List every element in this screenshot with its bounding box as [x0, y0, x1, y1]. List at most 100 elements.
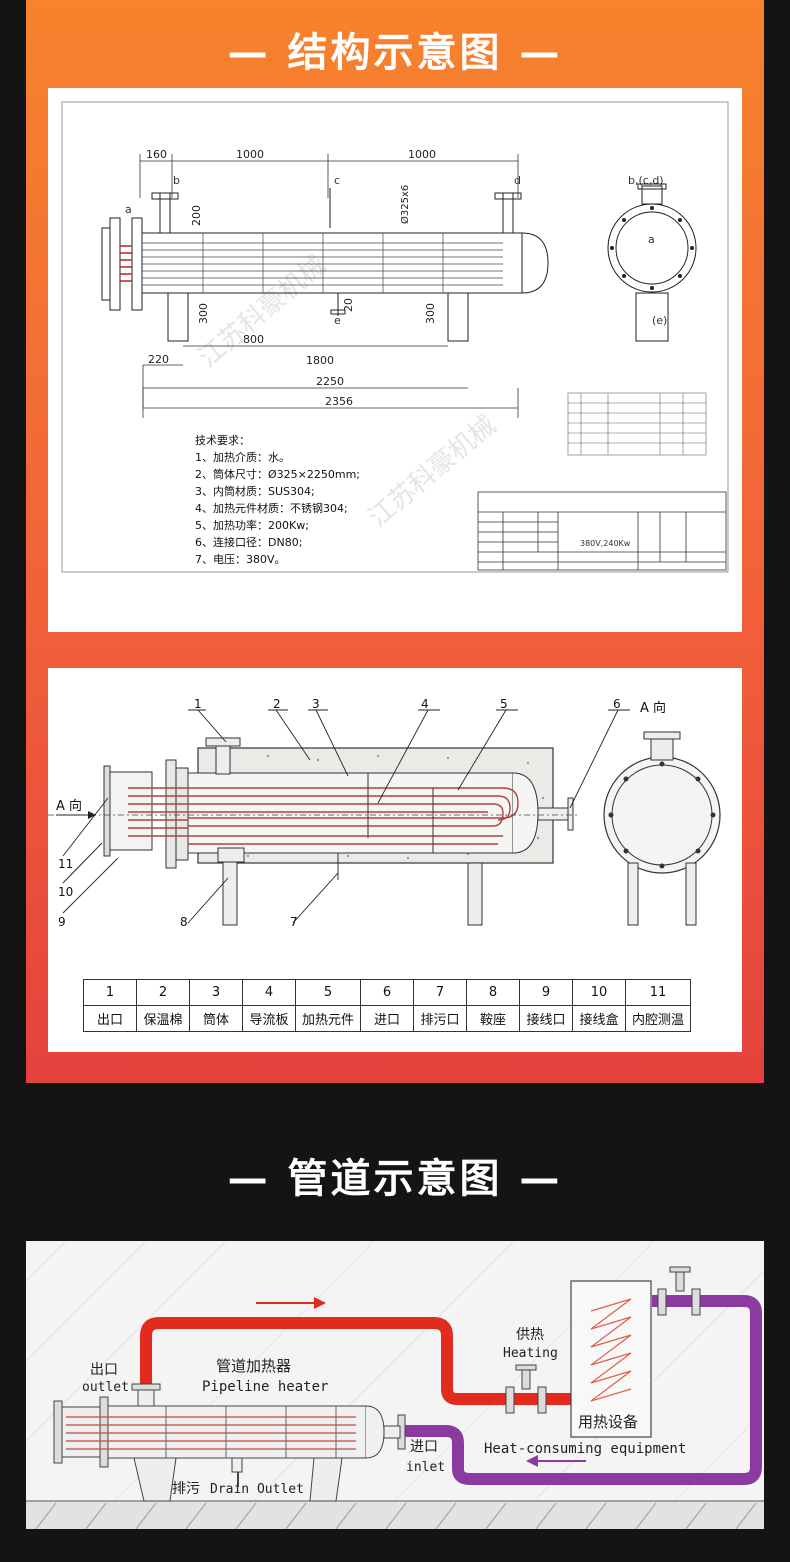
part-number: 9: [519, 979, 573, 1006]
parts-svg: 1 2 3 4 5 6 7 8 9 10 11 A 向 A 向: [48, 697, 721, 929]
heating-elements: [128, 787, 519, 845]
equipment-label-cn: 用热设备: [578, 1413, 638, 1431]
part-name: 鞍座: [466, 1005, 520, 1032]
callout-5: 5: [500, 697, 508, 711]
letter-b: b: [173, 174, 180, 187]
callout-1: 1: [194, 697, 202, 711]
title-block: [477, 491, 727, 571]
callout-9: 9: [58, 915, 66, 929]
requirement-3: 3、内筒材质：SUS304;: [195, 485, 315, 498]
inlet-label-cn: 进口: [410, 1439, 438, 1455]
part-name: 加热元件: [295, 1005, 361, 1032]
vessel-side-view: [101, 188, 549, 342]
outlet-label-cn: 出口: [90, 1362, 118, 1378]
table-row-numbers: 1 2 3 4 5 6 7 8 9 10 11: [83, 979, 691, 1006]
dim-300b: 300: [424, 303, 437, 324]
drain-label-en: Drain Outlet: [210, 1482, 304, 1497]
letter-d: d: [514, 174, 521, 187]
part-number: 4: [242, 979, 296, 1006]
part-number: 8: [466, 979, 520, 1006]
engineering-drawing: 江苏科豪机械 江苏科豪机械 160 1000 1000 200 Ø325x6 3…: [48, 88, 742, 632]
titleblock-spec: 380V,240Kw: [580, 539, 631, 548]
letter-a-side: a: [648, 233, 655, 246]
part-name: 进口: [360, 1005, 414, 1032]
part-number: 7: [413, 979, 467, 1006]
callout-4: 4: [421, 697, 429, 711]
callout-11: 11: [58, 857, 73, 871]
dim-200: 200: [190, 205, 203, 226]
pipeline-diagram: 出口 outlet 管道加热器 Pipeline heater 供热 Heati…: [25, 1240, 765, 1530]
part-name: 筒体: [189, 1005, 243, 1032]
part-name: 内腔测温: [625, 1005, 691, 1032]
callout-7: 7: [290, 915, 298, 929]
a-direction-view: [603, 731, 721, 926]
equipment-label-en: Heat-consuming equipment: [484, 1441, 686, 1457]
requirement-2: 2、筒体尺寸：Ø325×2250mm;: [195, 468, 360, 481]
dim-2356: 2356: [325, 395, 353, 408]
dim-20: 20: [342, 298, 355, 312]
part-name: 排污口: [413, 1005, 467, 1032]
part-number: 11: [625, 979, 691, 1006]
callout-8: 8: [180, 915, 188, 929]
dim-800: 800: [243, 333, 264, 346]
letter-e: e: [334, 314, 341, 327]
part-number: 1: [83, 979, 137, 1006]
dim-160: 160: [146, 148, 167, 161]
letter-a: a: [125, 203, 132, 216]
pipeline-title: — 管道示意图 —: [227, 1156, 563, 1202]
dim-2250: 2250: [316, 375, 344, 388]
requirement-1: 1、加热介质：水。: [195, 451, 290, 464]
callout-10: 10: [58, 885, 73, 899]
letter-c: c: [334, 174, 340, 187]
hot-supply-pipe: [140, 1317, 571, 1405]
requirements-title: 技术要求：: [195, 434, 250, 447]
callout-3: 3: [312, 697, 320, 711]
letter-bcd: b,(c,d): [628, 174, 664, 187]
drain-label-cn: 排污: [172, 1481, 200, 1497]
supply-label-cn: 供热: [516, 1327, 544, 1343]
drawing-svg: 江苏科豪机械 江苏科豪机械 160 1000 1000 200 Ø325x6 3…: [61, 101, 729, 573]
return-pipe: [398, 1295, 762, 1485]
part-number: 10: [572, 979, 626, 1006]
flow-arrow-hot: [314, 1297, 326, 1309]
requirement-5: 5、加热功率：200Kw;: [195, 519, 309, 532]
pipeline-svg: 出口 outlet 管道加热器 Pipeline heater 供热 Heati…: [25, 1240, 765, 1530]
part-name: 接线盒: [572, 1005, 626, 1032]
technical-requirements: 技术要求： 1、加热介质：水。 2、筒体尺寸：Ø325×2250mm; 3、内筒…: [195, 432, 360, 568]
requirement-6: 6、连接口径：DN80;: [195, 536, 303, 549]
dim-1000b: 1000: [408, 148, 436, 161]
part-name: 导流板: [242, 1005, 296, 1032]
dim-1000a: 1000: [236, 148, 264, 161]
part-number: 5: [295, 979, 361, 1006]
heater-label-en: Pipeline heater: [202, 1379, 328, 1395]
part-name: 接线口: [519, 1005, 573, 1032]
requirement-7: 7、电压：380V。: [195, 553, 286, 566]
requirement-4: 4、加热元件材质：不锈钢304;: [195, 502, 348, 515]
parts-list-table: [567, 392, 707, 456]
watermark-2: 江苏科豪机械: [363, 410, 502, 533]
parts-name-table: 1 2 3 4 5 6 7 8 9 10 11 出口 保温棉 筒体 导流板 加热…: [83, 979, 691, 1032]
table-row-names: 出口 保温棉 筒体 导流板 加热元件 进口 排污口 鞍座 接线口 接线盒 内腔测…: [83, 1005, 691, 1032]
dim-1800: 1800: [306, 354, 334, 367]
dim-220: 220: [148, 353, 169, 366]
supply-label-en: Heating: [503, 1346, 558, 1361]
a-direction-label: A 向: [56, 798, 82, 814]
dim-300a: 300: [197, 303, 210, 324]
structure-title: — 结构示意图 —: [227, 30, 563, 76]
valve-flange: [505, 1386, 515, 1414]
heater-label-cn: 管道加热器: [216, 1357, 291, 1375]
flow-arrow-return: [526, 1455, 538, 1467]
callout-6: 6: [613, 697, 621, 711]
equipment-coil: [590, 1298, 632, 1402]
part-number: 6: [360, 979, 414, 1006]
part-name: 出口: [83, 1005, 137, 1032]
pipeline-heater: [53, 1383, 401, 1502]
callout-2: 2: [273, 697, 281, 711]
outlet-label-en: outlet: [82, 1380, 129, 1395]
part-number: 2: [136, 979, 190, 1006]
part-name: 保温棉: [136, 1005, 190, 1032]
inlet-label-en: inlet: [406, 1460, 445, 1475]
vessel-end-view: [607, 183, 697, 342]
part-number: 3: [189, 979, 243, 1006]
letter-e-side: (e): [652, 314, 667, 327]
